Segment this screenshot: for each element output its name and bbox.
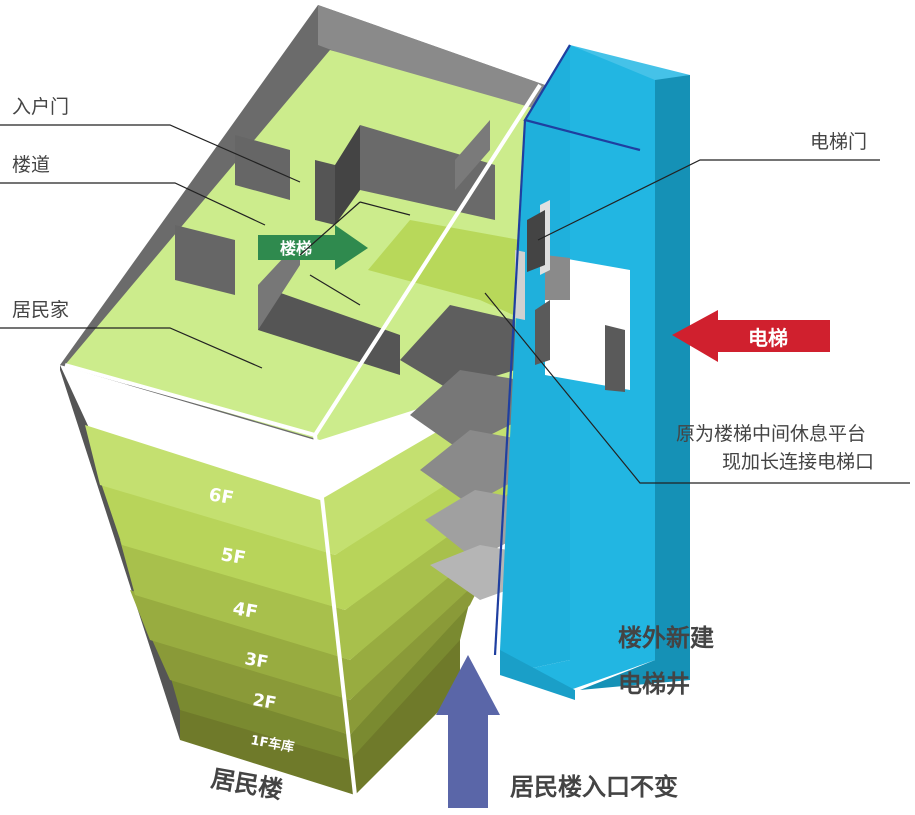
label-new-shaft-2: 电梯井: [618, 670, 690, 698]
stairs-pointer-lines: [299, 201, 411, 306]
floor-label-2f: 2F: [251, 690, 278, 714]
label-elevator-door: 电梯门: [810, 131, 867, 153]
label-corridor: 楼道: [12, 154, 50, 176]
floor-label-6f: 6F: [207, 484, 235, 509]
elevator-arrow-label: 电梯: [748, 326, 788, 350]
stairs-arrow: 楼梯: [258, 225, 368, 270]
floor-labels: 7F 6F 5F 4F 3F 2F 1F车库: [195, 426, 295, 755]
stairs-arrow-label: 楼梯: [280, 239, 312, 258]
entrance-arrow: [436, 655, 500, 808]
callout-lines: [0, 124, 910, 484]
elevator-arrow: 电梯: [672, 310, 830, 362]
label-new-shaft-1: 楼外新建: [618, 624, 714, 652]
label-entrance-unchanged: 居民楼入口不变: [510, 773, 678, 801]
floor-slab-6f: [100, 420, 540, 610]
elevator-opening: [515, 200, 630, 392]
floor-slab-4f: [130, 525, 505, 700]
floor-label-1f: 1F车库: [249, 732, 295, 755]
building-edges: [64, 83, 542, 796]
label-platform-note-1: 原为楼梯中间休息平台: [676, 423, 866, 445]
label-entrance-door: 入户门: [12, 96, 69, 118]
stair-landing-platform: [368, 220, 520, 318]
floor-label-7f: 7F: [195, 426, 223, 451]
interior-walls: [175, 120, 495, 375]
floor-slab-2f: [170, 600, 470, 760]
label-platform-note-2: 现加长连接电梯口: [722, 451, 874, 473]
floor-slab-5f: [120, 480, 520, 660]
floor-slab-1f: [180, 620, 460, 795]
floor-label-3f: 3F: [243, 649, 270, 673]
floor-label-5f: 5F: [219, 544, 247, 569]
label-resident-home: 居民家: [12, 299, 69, 321]
shaft-outline: [493, 44, 641, 656]
label-building: 居民楼: [209, 764, 285, 804]
floor-slab-3f: [150, 565, 490, 735]
floor-label-4f: 4F: [231, 598, 259, 623]
floor-slab-7f: [85, 360, 560, 555]
